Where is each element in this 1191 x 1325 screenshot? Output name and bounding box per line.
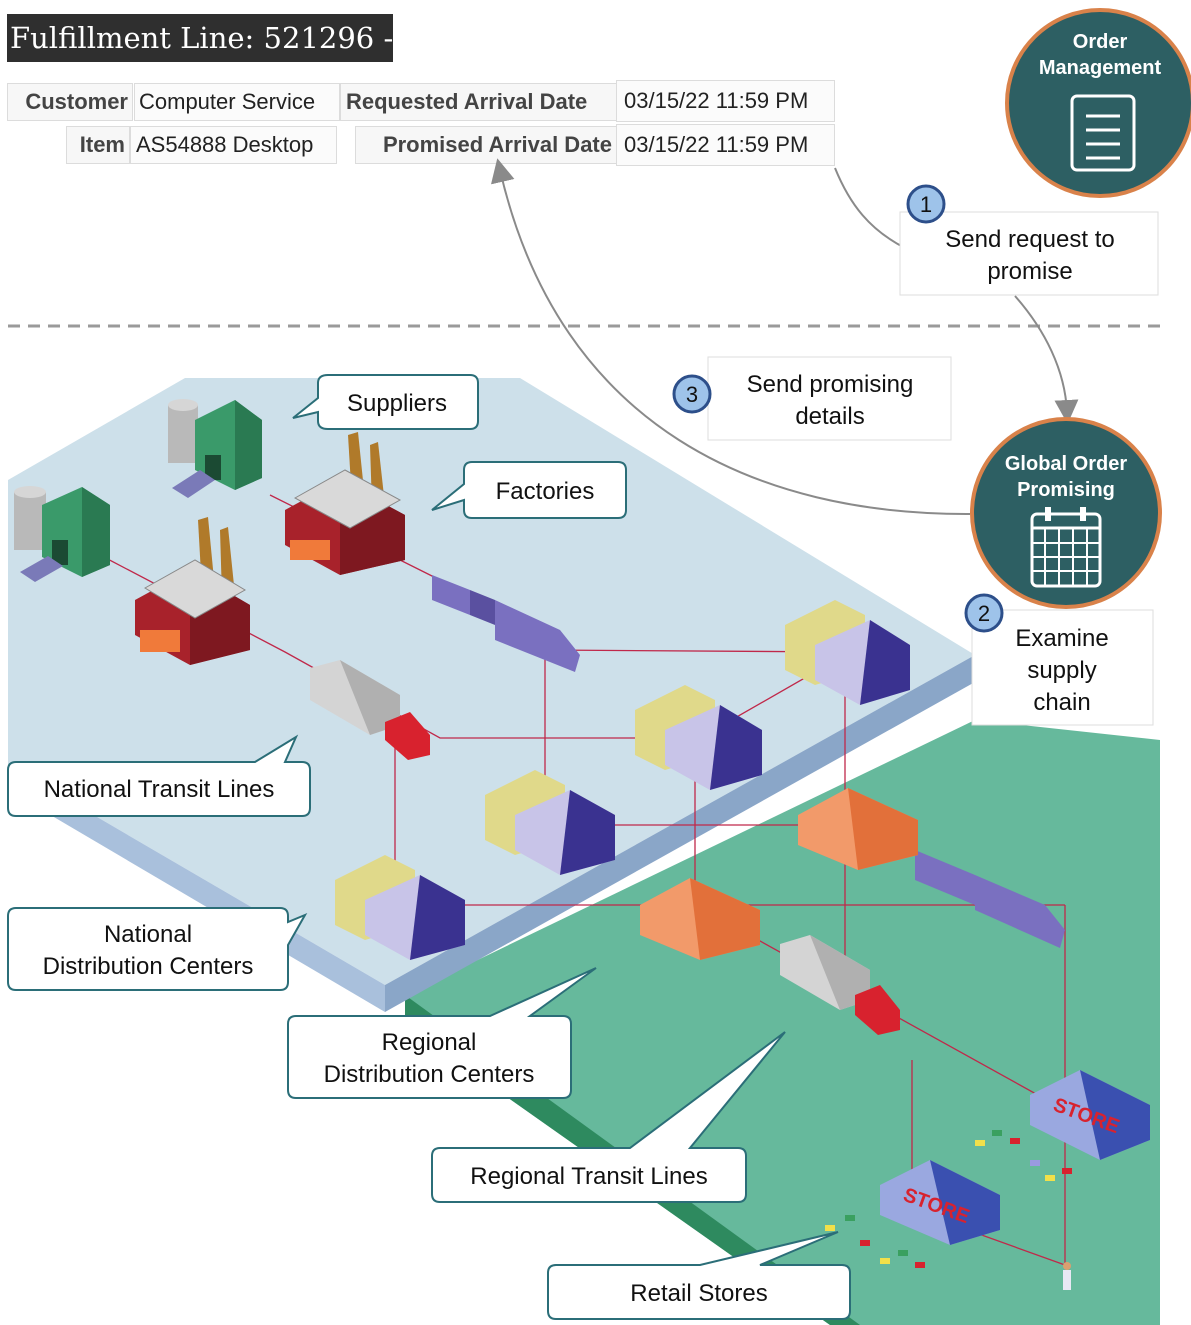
calendar-icon	[1030, 507, 1102, 588]
item-value: AS54888 Desktop	[130, 126, 337, 164]
callout-suppliers: Suppliers	[292, 374, 479, 430]
regional-dc-2	[798, 788, 918, 870]
step-1-box: Send request to promise	[899, 211, 1159, 296]
store-2: STORE	[880, 1160, 1000, 1245]
callout-national-transit: National Transit Lines	[7, 734, 311, 817]
national-plane	[8, 378, 975, 1012]
step-2-text-1: Examine	[1015, 625, 1108, 652]
truck-regional	[780, 935, 900, 1035]
global-order-promising-node: Global Order Promising	[970, 417, 1162, 609]
step-1-number: 1	[920, 192, 932, 217]
truck-national	[310, 660, 430, 760]
fulfillment-line-title-text: Fulfillment Line: 521296 - 1	[10, 21, 393, 55]
store-1: STORE	[1030, 1070, 1150, 1160]
gop-title-2: Promising	[1017, 479, 1115, 501]
person-figure	[1063, 1262, 1071, 1290]
order-management-node: Order Management	[1005, 8, 1191, 198]
callout-regional-transit-text: Regional Transit Lines	[470, 1163, 707, 1190]
callout-suppliers-text: Suppliers	[347, 390, 447, 417]
step-2-badge: 2	[964, 593, 1004, 633]
step-3-badge: 3	[672, 374, 712, 414]
callout-regional-dc-text-2: Distribution Centers	[324, 1061, 535, 1088]
order-management-title-1: Order	[1073, 31, 1128, 53]
fulfillment-line-title: Fulfillment Line: 521296 - 1	[7, 14, 393, 62]
promised-arrival-value: 03/15/22 11:59 PM	[616, 124, 835, 166]
national-dc-3	[635, 685, 762, 790]
item-label: Item	[66, 126, 130, 164]
step-3-text-1: Send promising	[747, 371, 914, 398]
callout-regional-transit: Regional Transit Lines	[431, 1031, 786, 1203]
flow-step1-to-gop	[1014, 295, 1079, 424]
step-2-text-2: supply	[1027, 657, 1096, 684]
requested-arrival-value: 03/15/22 11:59 PM	[616, 80, 835, 122]
callout-regional-dc: Regional Distribution Centers	[287, 967, 597, 1099]
customer-value: Computer Service	[134, 83, 340, 121]
document-icon	[1070, 94, 1136, 172]
callout-retail-stores: Retail Stores	[547, 1231, 851, 1320]
national-dc-4	[785, 600, 910, 705]
regional-dc-1	[640, 878, 760, 960]
supplier-building-1	[168, 399, 262, 498]
parking-lot-cars	[825, 1130, 1072, 1268]
step-2-number: 2	[978, 601, 990, 626]
callout-national-dc-text-1: National	[104, 921, 192, 948]
step-3-box: Send promising details	[707, 356, 952, 441]
step-1-badge: 1	[906, 184, 946, 224]
step-2-box: Examine supply chain	[971, 609, 1154, 726]
callout-factories: Factories	[431, 461, 627, 519]
national-dc-2	[485, 770, 615, 875]
order-management-title-2: Management	[1039, 57, 1162, 79]
customer-label: Customer	[7, 83, 133, 121]
callout-factories-text: Factories	[496, 478, 595, 505]
callout-regional-dc-text-1: Regional	[382, 1029, 477, 1056]
factory-1	[285, 432, 405, 575]
supplier-building-2	[14, 486, 110, 582]
flow-gop-to-promised-date	[491, 158, 971, 516]
national-dc-1	[335, 855, 465, 960]
callout-national-dc-text-2: Distribution Centers	[43, 953, 254, 980]
requested-arrival-label: Requested Arrival Date	[340, 83, 617, 121]
promised-arrival-label: Promised Arrival Date	[355, 126, 617, 164]
gop-title-1: Global Order	[1005, 453, 1127, 475]
callout-national-transit-text: National Transit Lines	[44, 776, 275, 803]
step-3-text-2: details	[795, 403, 864, 430]
step-1-text-1: Send request to	[945, 226, 1114, 253]
step-1-text-2: promise	[987, 258, 1072, 285]
callout-national-dc: National Distribution Centers	[7, 907, 308, 991]
train-national	[432, 575, 580, 672]
step-2-text-3: chain	[1033, 689, 1090, 716]
flow-om-to-step1	[834, 167, 906, 249]
step-3-number: 3	[686, 382, 698, 407]
train-regional	[915, 850, 1065, 948]
factory-2	[135, 517, 250, 665]
callout-retail-stores-text: Retail Stores	[630, 1280, 767, 1307]
